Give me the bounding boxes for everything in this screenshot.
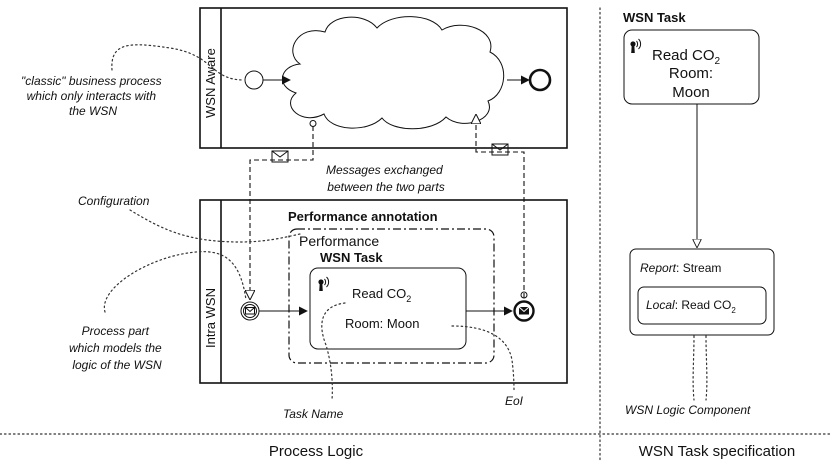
task-read: Read CO2 [352,286,411,304]
envelope-icon-left [271,150,289,163]
local-line: Local: Read CO2 [646,298,736,315]
process-part-annotation: Process part which models the logic of t… [69,324,165,372]
classic-line-3: the WSN [69,104,117,118]
report-line: Report: Stream [640,261,721,275]
report-key: Report [640,261,677,275]
spec-moon: Moon [672,84,710,101]
wsn-logic-connector-right [705,335,708,401]
task-read-prefix: Read CO [352,286,406,301]
spec-header: WSN Task [623,10,686,25]
wsn-logic-annotation: WSN Logic Component [625,403,751,417]
classic-annotation-connector [111,44,245,81]
wsn-aware-pool: WSN Aware [199,7,568,149]
performance-group [288,228,495,364]
messages-line-2: between the two parts [327,180,444,194]
spec-read-prefix: Read CO [652,47,715,64]
message-flow-up [476,115,525,298]
spec-task [623,29,760,105]
message-flow-up-origin [520,291,528,299]
start-event [244,70,264,90]
local-component [637,286,767,325]
wsn-task [309,267,467,350]
cloud-shape [282,16,505,130]
process-part-line-3: logic of the WSN [72,358,162,372]
local-key: Local [646,298,675,312]
local-value: : Read CO [675,298,732,312]
task-room: Room: Moon [345,316,419,331]
sensor-icon [318,276,330,291]
message-start-event [240,301,260,321]
end-event [528,68,552,92]
messages-line-1: Messages exchanged [326,163,443,177]
task-name-connector [321,302,346,401]
eoi-connector [451,325,515,393]
configuration-annotation: Configuration [78,194,150,208]
report-value: : Stream [676,261,721,275]
local-subscript: 2 [731,306,736,315]
intra-wsn-pool-label: Intra WSN [203,288,218,348]
classic-line-1: "classic" business process [21,74,162,88]
classic-annotation: "classic" business process which only in… [21,74,165,118]
wsn-logic-connector-left [692,335,695,401]
wsn-aware-pool-label: WSN Aware [203,48,218,118]
message-end-event [513,300,535,322]
envelope-icon-right [491,143,509,156]
message-flow-down [250,126,314,299]
task-name-annotation: Task Name [283,407,344,421]
process-part-line-2: which models the [69,341,162,355]
process-part-line-1: Process part [82,324,150,338]
footer-process-logic: Process Logic [269,443,364,460]
process-part-connector [103,251,247,313]
intra-wsn-pool: Intra WSN [199,199,568,384]
messages-annotation: Messages exchanged between the two parts [326,163,446,194]
classic-line-2: which only interacts with [27,89,157,103]
performance-annotation-title: Performance annotation [288,209,438,224]
eoi-annotation: EoI [505,394,524,408]
task-read-subscript: 2 [406,294,411,304]
configuration-connector [129,209,301,243]
spec-read: Read CO2 [652,47,721,67]
footer-wsn-task-spec: WSN Task specification [639,443,795,460]
spec-room: Room: [669,65,713,82]
spec-read-subscript: 2 [715,56,721,67]
task-header: WSN Task [320,250,383,265]
wsn-logic-component [629,248,775,336]
spec-sensor-icon [630,38,642,53]
message-flow-down-origin [309,120,317,127]
performance-group-label: Performance [299,233,379,249]
